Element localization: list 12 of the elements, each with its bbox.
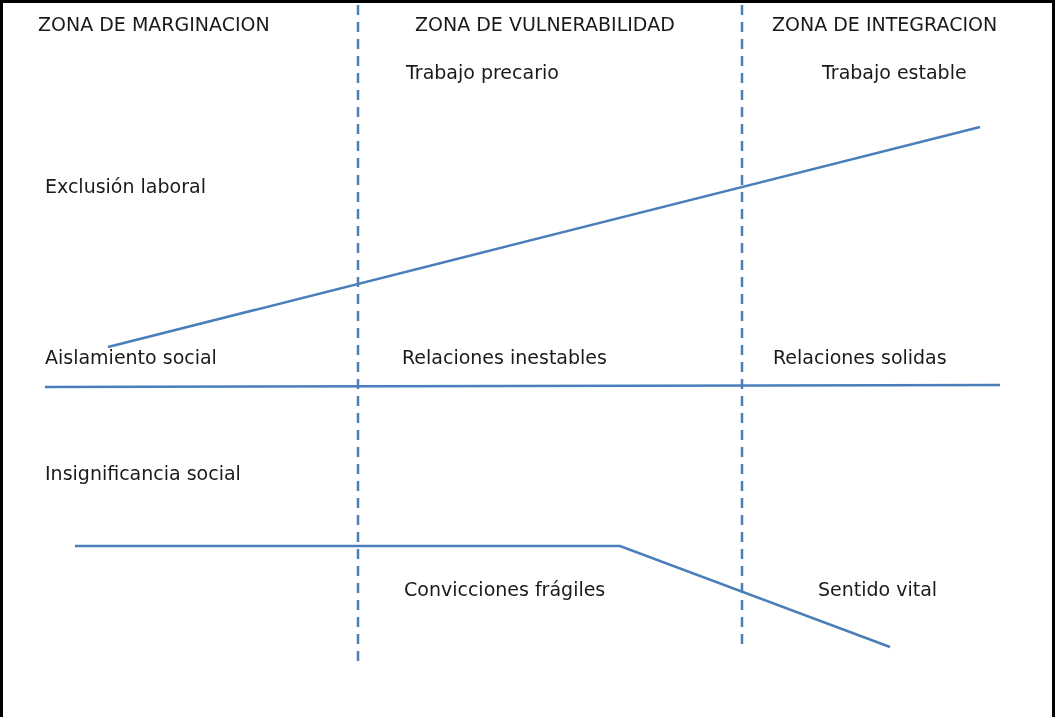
row-label: Trabajo precario: [406, 60, 559, 84]
row-label: Convicciones frágiles: [404, 577, 606, 601]
row-label: Aislamiento social: [45, 345, 217, 369]
row-label: Trabajo estable: [822, 60, 967, 84]
zone-heading: ZONA DE MARGINACION: [38, 12, 270, 36]
row-label: Sentido vital: [818, 577, 938, 601]
row-label: Relaciones solidas: [773, 345, 947, 369]
row-label: Insignificancia social: [45, 461, 241, 485]
row-label: Exclusión laboral: [45, 174, 206, 198]
zone-heading: ZONA DE INTEGRACION: [772, 12, 998, 36]
zone-heading: ZONA DE VULNERABILIDAD: [415, 12, 675, 36]
row-label: Relaciones inestables: [402, 345, 607, 369]
